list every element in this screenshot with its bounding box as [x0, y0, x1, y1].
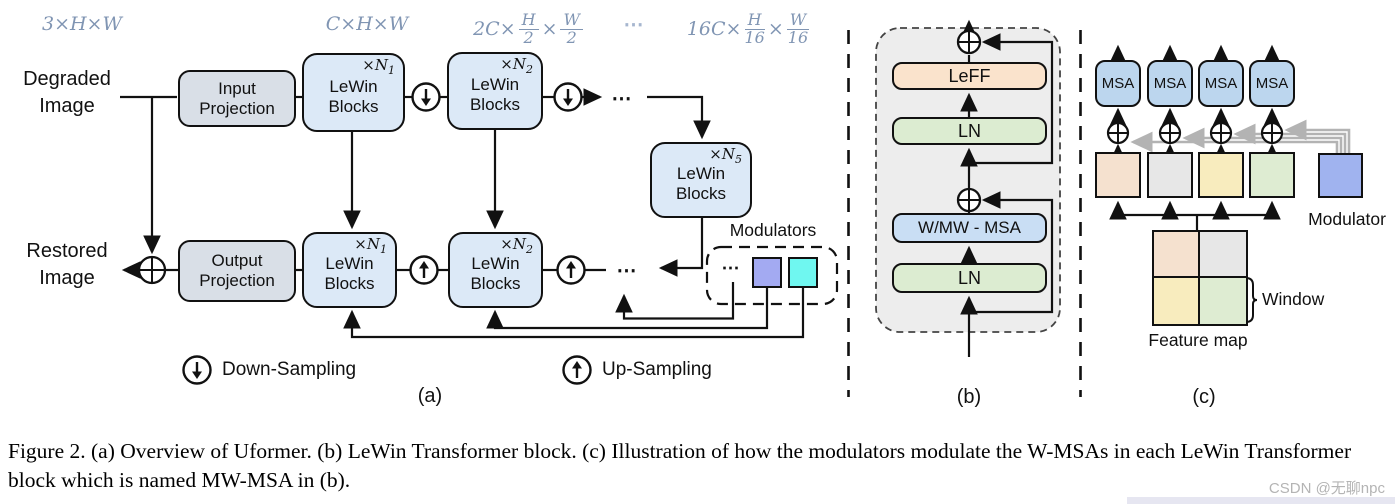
dim-label-input: 3×H×W	[41, 13, 123, 35]
decoder-ellipsis: ⋯	[616, 260, 638, 282]
w-mw-msa-box: W/MW - MSA	[892, 213, 1047, 243]
add-icon-msa	[956, 187, 982, 213]
modulator-square-purple	[752, 257, 782, 288]
figure-caption: Figure 2. (a) Overview of Uformer. (b) L…	[8, 439, 1352, 492]
panel-b-label: (b)	[956, 386, 982, 408]
residual-add-icon	[137, 255, 167, 285]
panel-c-label: (c)	[1192, 386, 1216, 408]
leff-box: LeFF	[892, 62, 1047, 90]
msa-box-3: MSA	[1198, 60, 1244, 107]
modulator-label: Modulator	[1308, 209, 1386, 229]
up-sampling-legend-label: Up-Sampling	[602, 359, 712, 380]
feature-map-cell-yellow	[1154, 278, 1200, 324]
add-icon-leff	[956, 29, 982, 55]
msa-box-2: MSA	[1147, 60, 1193, 107]
feature-map-cell-green	[1200, 278, 1246, 324]
dims-ellipsis: ⋯	[623, 14, 645, 36]
dim-label-stage1: C×H×W	[325, 13, 409, 35]
window-square-1	[1095, 152, 1141, 198]
feature-map-cell-peach	[1154, 232, 1200, 278]
ln-box-lower: LN	[892, 263, 1047, 293]
down-sample-legend-icon	[182, 355, 212, 385]
up-sample-icon	[556, 255, 586, 285]
add-icon-c4	[1260, 121, 1284, 145]
window-bracket	[1245, 277, 1258, 323]
window-square-4	[1249, 152, 1295, 198]
add-icon-c3	[1209, 121, 1233, 145]
window-label: Window	[1262, 289, 1325, 309]
msa-box-4: MSA	[1249, 60, 1295, 107]
down-sample-icon	[411, 82, 441, 112]
feature-map-grid	[1152, 230, 1248, 326]
up-sample-legend-icon	[562, 355, 592, 385]
modulator-square-cyan	[788, 257, 818, 288]
panel-a-label: (a)	[417, 385, 443, 407]
window-square-2	[1147, 152, 1193, 198]
encoder-ellipsis: ⋯	[611, 88, 633, 110]
watermark-text: CSDN @无聊npc	[1268, 480, 1385, 497]
down-sample-icon	[553, 82, 583, 112]
watermark-bar	[1127, 497, 1395, 504]
modulator-square	[1318, 153, 1363, 198]
up-sample-icon	[409, 255, 439, 285]
modulators-label: Modulators	[729, 220, 817, 240]
add-icon-c1	[1106, 121, 1130, 145]
feature-map-label: Feature map	[1148, 330, 1248, 350]
feature-map-cell-gray	[1200, 232, 1246, 278]
ln-box-upper: LN	[892, 117, 1047, 145]
down-sampling-legend-label: Down-Sampling	[222, 359, 357, 380]
window-square-3	[1198, 152, 1244, 198]
modulators-ellipsis: ⋯	[721, 258, 741, 278]
add-icon-c2	[1158, 121, 1182, 145]
msa-box-1: MSA	[1095, 60, 1141, 107]
